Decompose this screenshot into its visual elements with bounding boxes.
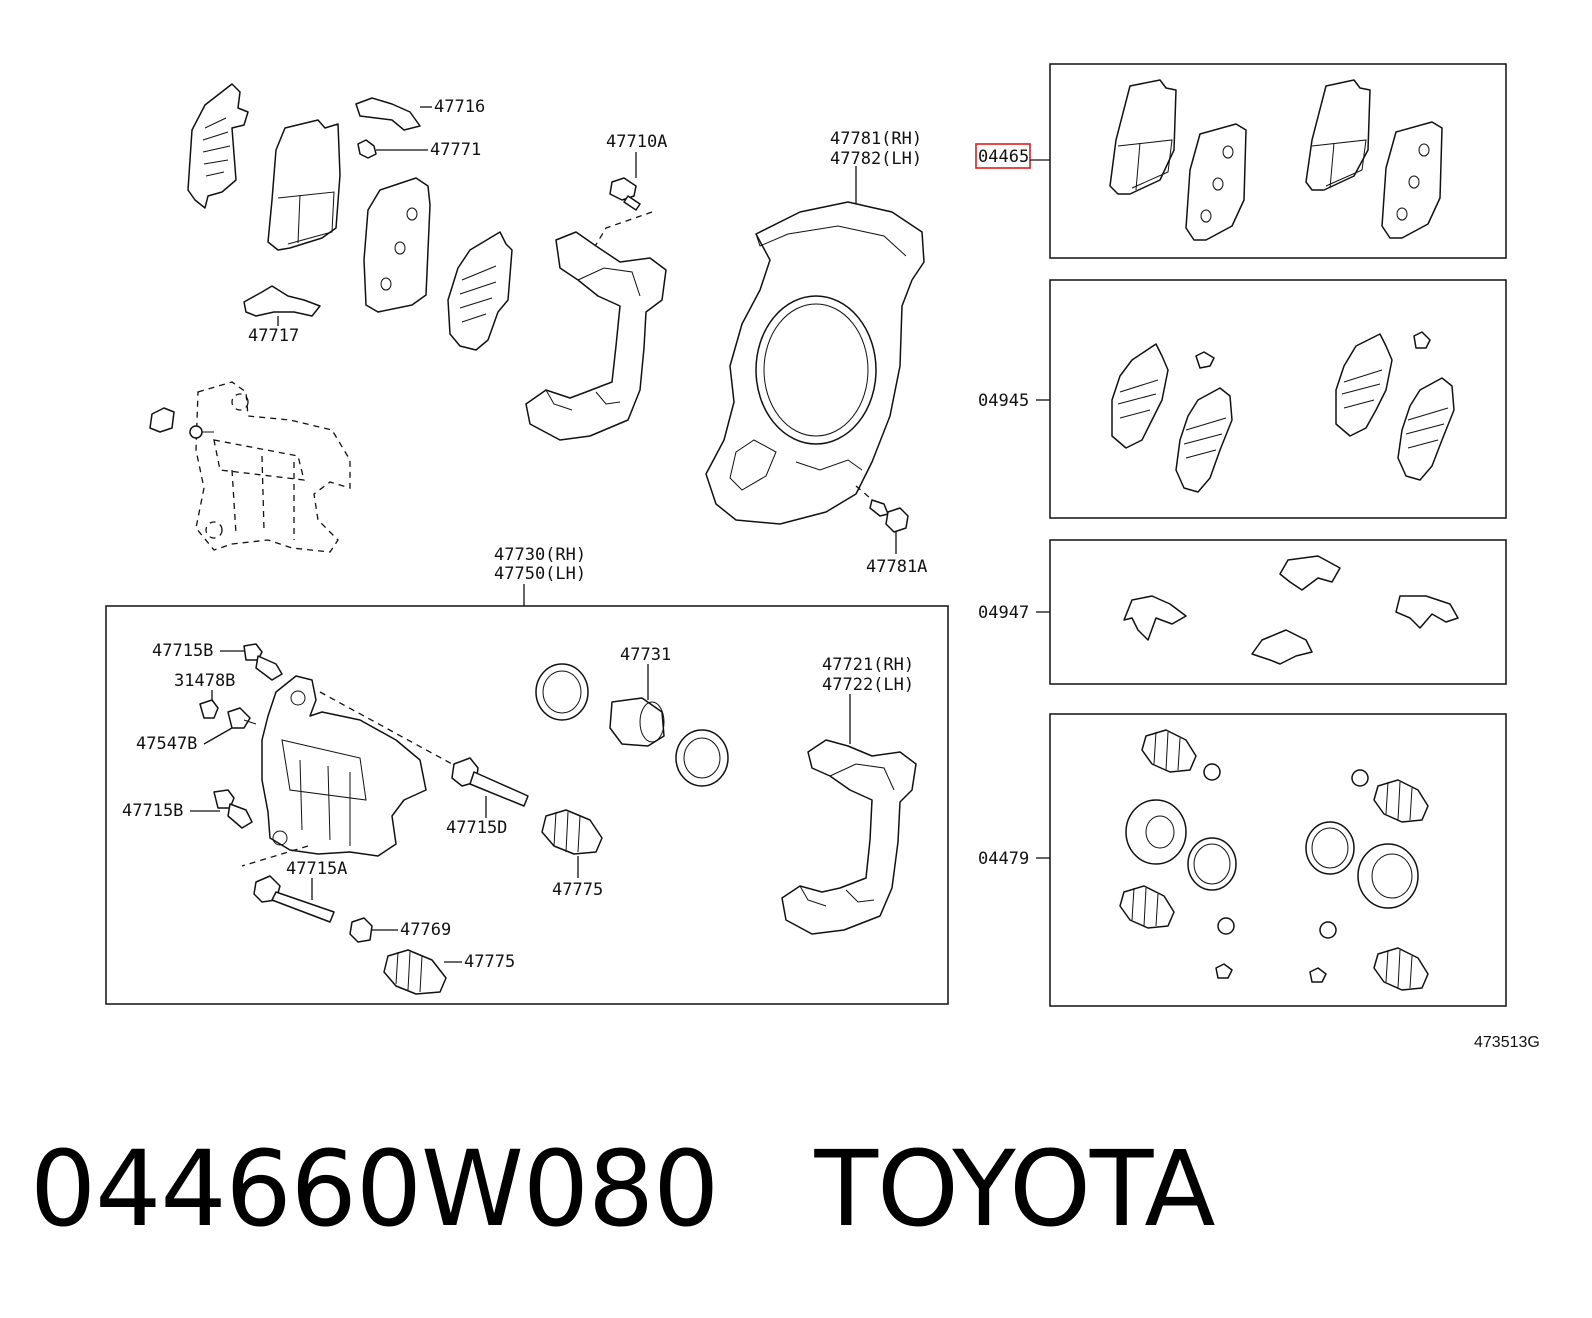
kit-04465-pad-set-2 bbox=[1305, 79, 1443, 239]
bleeder-bolt-47715B-top bbox=[243, 643, 283, 681]
label-kit-04945: 04945 bbox=[978, 391, 1029, 411]
kit-04465-pad-set-1 bbox=[1109, 79, 1247, 241]
bushing-47769 bbox=[349, 917, 373, 943]
bleeder-cap bbox=[149, 407, 175, 433]
label-47781A: 47781A bbox=[866, 557, 927, 577]
cap-31478B bbox=[199, 699, 219, 719]
part-caption: 044660W080 TOYOTA bbox=[30, 1128, 1216, 1250]
label-47715B-bottom: 47715B bbox=[122, 801, 183, 821]
disc-brake-dust-cover bbox=[705, 201, 925, 525]
bleeder-bolt-47715B-bottom bbox=[213, 789, 253, 829]
piston-seal-47731 bbox=[535, 663, 589, 721]
caption-brand: TOYOTA bbox=[814, 1128, 1216, 1250]
caliper-mounting-bracket-upper bbox=[525, 231, 667, 441]
label-47782: 47782(LH) bbox=[830, 149, 922, 169]
boot-47775-bottom bbox=[383, 949, 447, 995]
label-47781: 47781(RH) bbox=[830, 129, 922, 149]
label-31478B: 31478B bbox=[174, 671, 235, 691]
label-47717: 47717 bbox=[248, 326, 299, 346]
kit-04479-seal-kit bbox=[1119, 729, 1429, 991]
caption-spacer bbox=[718, 1128, 814, 1250]
anti-squeal-shim-middle bbox=[363, 177, 431, 313]
kit-box-04945 bbox=[1049, 279, 1507, 519]
label-47721: 47721(RH) bbox=[822, 655, 914, 675]
label-kit-04479: 04479 bbox=[978, 849, 1029, 869]
plug-47547B bbox=[227, 707, 257, 729]
piston-boot-47731 bbox=[675, 729, 729, 787]
caption-part-number: 044660W080 bbox=[30, 1128, 719, 1250]
slide-pin-47715D bbox=[451, 757, 529, 807]
kit-box-04465 bbox=[1049, 63, 1507, 259]
label-47547B: 47547B bbox=[136, 734, 197, 754]
label-47715D: 47715D bbox=[446, 818, 507, 838]
label-47769: 47769 bbox=[400, 920, 451, 940]
label-47775-bottom: 47775 bbox=[464, 952, 515, 972]
caliper-assembly-box bbox=[105, 605, 949, 1005]
mounting-bolt-47710A bbox=[609, 177, 641, 211]
brake-pad-outer bbox=[267, 119, 341, 251]
label-47716: 47716 bbox=[434, 97, 485, 117]
piston-47731 bbox=[609, 697, 665, 747]
kit-box-04479 bbox=[1049, 713, 1507, 1007]
label-kit-04947: 04947 bbox=[978, 603, 1029, 623]
kit-04945-shims-1 bbox=[1111, 343, 1233, 493]
pad-support-plate-47717 bbox=[243, 285, 321, 317]
label-47731: 47731 bbox=[620, 645, 671, 665]
pad-support-plate-47716 bbox=[355, 97, 421, 131]
boot-47775-middle bbox=[541, 809, 603, 855]
anti-squeal-shim-inner bbox=[447, 231, 513, 351]
highlight-box-04465 bbox=[975, 143, 1031, 169]
slide-pin-47715A bbox=[253, 875, 335, 923]
dust-cover-bolt-47781A bbox=[869, 499, 909, 533]
disc-brake-cylinder bbox=[261, 675, 427, 857]
anti-squeal-shim-outer bbox=[187, 83, 249, 209]
label-47775-middle: 47775 bbox=[552, 880, 603, 900]
label-kit-04465: 04465 bbox=[978, 147, 1029, 167]
label-47730: 47730(RH) bbox=[494, 545, 586, 565]
caliper-outline-dashed bbox=[195, 381, 351, 553]
pad-wear-indicator-47771 bbox=[357, 139, 377, 159]
diagram-reference-code: 473513G bbox=[1474, 1034, 1540, 1051]
label-47771: 47771 bbox=[430, 140, 481, 160]
kit-04945-shims-2 bbox=[1335, 331, 1455, 481]
label-47715A: 47715A bbox=[286, 859, 347, 879]
bleeder-plug bbox=[189, 425, 214, 439]
label-47750: 47750(LH) bbox=[494, 564, 586, 584]
caliper-mounting-bracket-lower bbox=[781, 739, 917, 935]
kit-04947-support-plates bbox=[1123, 555, 1459, 665]
label-47715B-top: 47715B bbox=[152, 641, 213, 661]
label-47722: 47722(LH) bbox=[822, 675, 914, 695]
label-47710A: 47710A bbox=[606, 132, 667, 152]
